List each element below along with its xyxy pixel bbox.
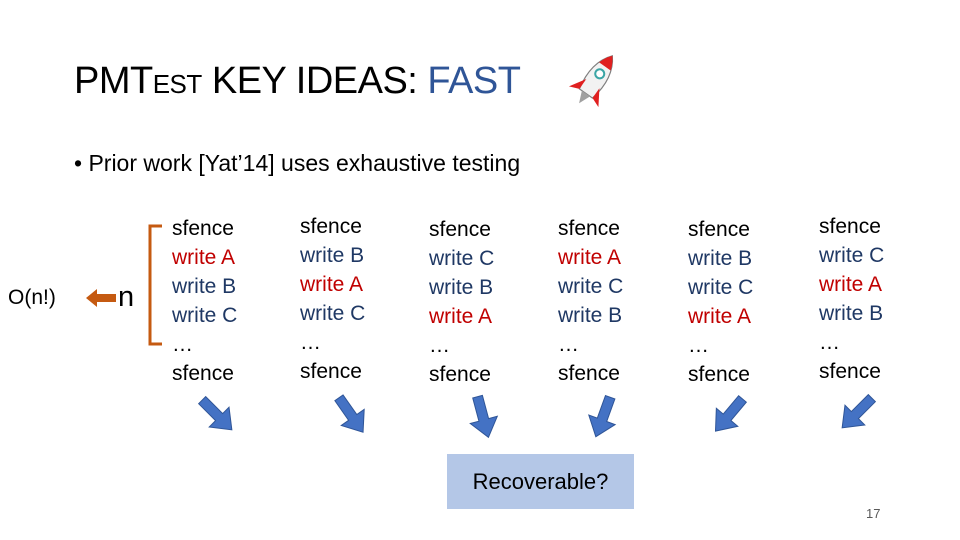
line-1: sfence xyxy=(429,218,491,241)
arrow-down-icon xyxy=(469,394,499,439)
permutation-column-5: sfence write B write C write A … sfence xyxy=(688,215,753,389)
arrow-down-icon xyxy=(588,394,617,438)
page-number: 17 xyxy=(866,506,881,521)
line-4: write B xyxy=(558,304,623,327)
permutation-column-4: sfence write A write C write B … sfence xyxy=(558,214,623,388)
line-5: … xyxy=(688,334,709,357)
line-2: write A xyxy=(172,246,236,269)
line-6: sfence xyxy=(688,363,750,386)
line-5: … xyxy=(819,331,840,354)
left-bracket xyxy=(148,224,162,346)
title-main: PMT xyxy=(74,60,153,102)
permutation-column-3: sfence write C write B write A … sfence xyxy=(429,215,494,389)
line-5: … xyxy=(558,333,579,356)
permutation-column-2: sfence write B write A write C … sfence xyxy=(300,212,365,386)
line-4: write A xyxy=(429,305,493,328)
line-6: sfence xyxy=(819,360,881,383)
line-5: … xyxy=(300,331,321,354)
line-3: write C xyxy=(558,275,624,298)
line-3: write A xyxy=(300,273,364,296)
permutation-column-1: sfence write A write B write C … sfence xyxy=(172,214,237,388)
line-1: sfence xyxy=(688,218,750,241)
line-3: write C xyxy=(688,276,754,299)
line-6: sfence xyxy=(300,360,362,383)
line-5: … xyxy=(172,333,193,356)
line-2: write A xyxy=(558,246,622,269)
line-3: write B xyxy=(172,275,237,298)
left-arrow-icon xyxy=(86,289,116,307)
arrow-down-right-icon xyxy=(334,394,365,433)
line-2: write B xyxy=(688,247,753,270)
title-rest: KEY IDEAS: xyxy=(201,60,428,102)
line-6: sfence xyxy=(172,362,234,385)
bullet-prior-work: • Prior work [Yat’14] uses exhaustive te… xyxy=(74,150,521,176)
permutation-column-6: sfence write C write A write B … sfence xyxy=(819,212,884,386)
line-2: write C xyxy=(819,244,885,267)
line-4: write B xyxy=(819,302,884,325)
line-3: write B xyxy=(429,276,494,299)
arrow-down-left-icon xyxy=(841,393,877,429)
line-1: sfence xyxy=(558,217,620,240)
rocket-icon xyxy=(568,55,614,108)
title-small-caps: EST xyxy=(152,69,203,99)
slide-title: PMTEST KEY IDEAS: FAST xyxy=(74,58,521,107)
recoverable-box: Recoverable? xyxy=(447,454,634,509)
line-4: write A xyxy=(688,305,752,328)
title-accent: FAST xyxy=(427,60,521,102)
arrow-down-left-icon xyxy=(714,394,748,432)
line-1: sfence xyxy=(819,215,881,238)
line-1: sfence xyxy=(300,215,362,238)
line-2: write C xyxy=(429,247,495,270)
line-5: … xyxy=(429,334,450,357)
line-1: sfence xyxy=(172,217,234,240)
n-label: n xyxy=(118,281,135,313)
line-4: write C xyxy=(172,304,238,327)
line-6: sfence xyxy=(558,362,620,385)
line-3: write A xyxy=(819,273,883,296)
line-4: write C xyxy=(300,302,366,325)
line-2: write B xyxy=(300,244,365,267)
arrow-down-right-icon xyxy=(197,395,233,431)
complexity-label: O(n!) xyxy=(8,286,56,309)
line-6: sfence xyxy=(429,363,491,386)
